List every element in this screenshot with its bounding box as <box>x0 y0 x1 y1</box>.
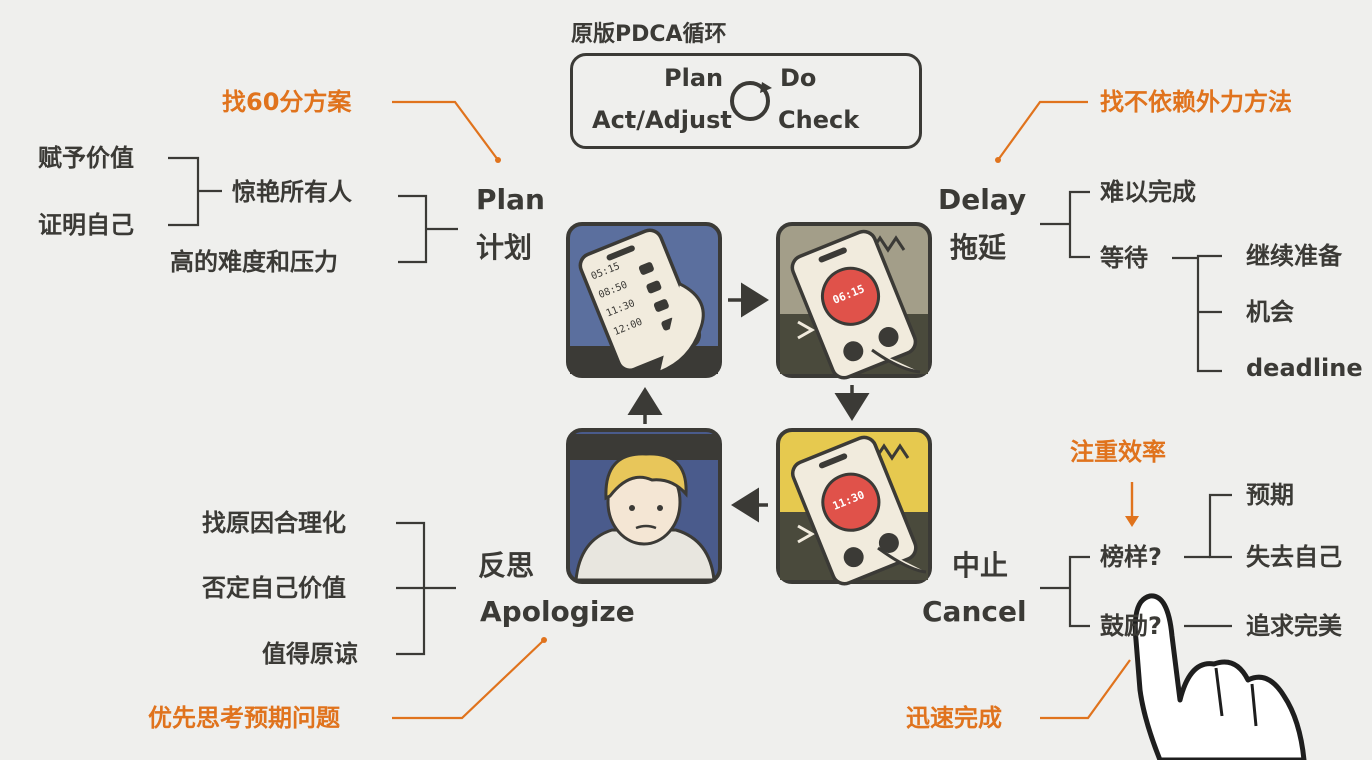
plan-annotation: 找60分方案 <box>222 88 352 116</box>
delay-branch: 等待 <box>1100 244 1148 272</box>
pointing-hand-icon <box>1132 593 1307 760</box>
apologize-branch: 否定自己价值 <box>202 574 346 602</box>
plan-en-label: Plan <box>476 183 545 216</box>
cancel-role-model-item: 预期 <box>1246 481 1294 509</box>
plan-sub-branch: 赋予价值 <box>38 144 134 172</box>
cycle-arrows <box>627 282 870 523</box>
apologize-annotation: 优先思考预期问题 <box>148 704 340 732</box>
delay-wait-item: deadline <box>1246 354 1363 382</box>
cancel-annotation-top: 注重效率 <box>1070 438 1166 466</box>
delay-annotation-line <box>997 100 1088 161</box>
plan-zh-label: 计划 <box>476 231 533 264</box>
apologize-illustration <box>566 428 722 584</box>
cancel-encourage-item: 追求完美 <box>1246 612 1342 640</box>
delay-branch: 难以完成 <box>1100 178 1196 206</box>
apologize-zh-label: 反思 <box>478 549 535 582</box>
cancel-branch: 榜样? <box>1100 543 1162 571</box>
cycle-icon <box>730 81 772 121</box>
apologize-en-label: Apologize <box>480 595 635 628</box>
cancel-annotation-bottom: 迅速完成 <box>906 704 1002 732</box>
delay-annotation: 找不依赖外力方法 <box>1100 88 1292 116</box>
cancel-illustration <box>776 428 932 586</box>
cancel-role-model-item: 失去自己 <box>1246 543 1342 571</box>
cancel-annotation-line <box>1040 659 1131 720</box>
cancel-zh-label: 中止 <box>952 549 1009 582</box>
plan-connectors <box>168 156 458 264</box>
cancel-branch: 鼓励? <box>1100 612 1162 640</box>
cancel-connectors <box>1040 493 1232 628</box>
apologize-branch: 值得原谅 <box>262 640 358 668</box>
apologize-branch: 找原因合理化 <box>202 509 346 537</box>
plan-annotation-line <box>392 100 499 161</box>
apologize-annotation-line <box>392 639 545 720</box>
pdca-title: 原版PDCA循环 <box>571 22 727 47</box>
apologize-connectors <box>396 521 456 656</box>
delay-wait-item: 机会 <box>1246 298 1294 326</box>
plan-illustration <box>566 222 722 378</box>
delay-en-label: Delay <box>938 183 1027 216</box>
plan-branch: 高的难度和压力 <box>170 248 338 276</box>
plan-branch: 惊艳所有人 <box>232 178 352 206</box>
delay-connectors <box>1040 190 1222 373</box>
plan-sub-branch: 证明自己 <box>38 211 134 239</box>
pdca-act-label: Act/Adjust <box>592 106 732 134</box>
pdca-box <box>570 53 922 149</box>
pdca-plan-label: Plan <box>664 64 724 92</box>
delay-illustration <box>776 222 932 380</box>
delay-wait-item: 继续准备 <box>1246 242 1342 270</box>
pdca-do-label: Do <box>780 64 817 92</box>
pdca-check-label: Check <box>778 106 860 134</box>
cancel-en-label: Cancel <box>922 595 1027 628</box>
delay-zh-label: 拖延 <box>950 231 1007 264</box>
